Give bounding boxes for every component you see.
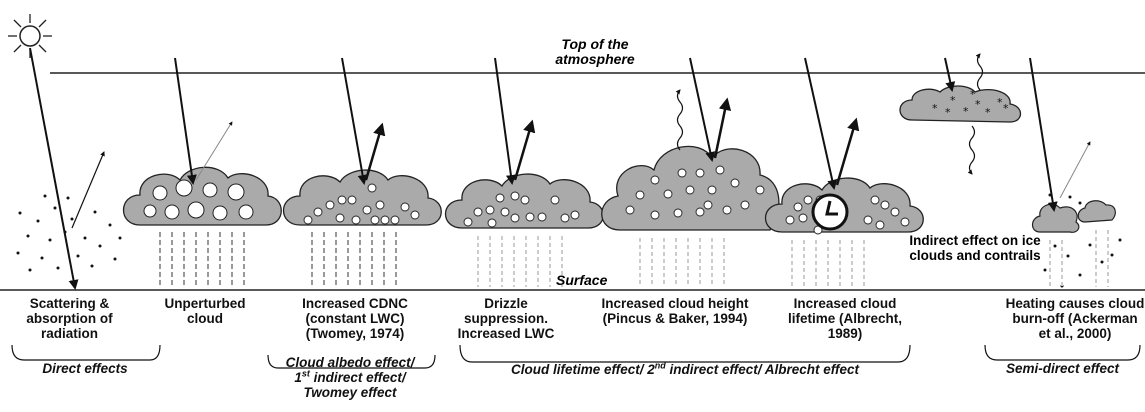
svg-text:*: * [985, 106, 991, 119]
reflected-ray-unperturbed [195, 121, 233, 181]
drizzle-cloud [445, 173, 604, 287]
ice-clouds-label: Indirect effect on ice clouds and contra… [909, 233, 1041, 263]
tall-cloud [601, 145, 780, 287]
panel-label-drizzle: Drizzle suppression. Increased LWC [457, 296, 555, 341]
incoming-ray-drizzle [494, 57, 516, 185]
incoming-ray-direct [29, 47, 79, 290]
svg-text:*: * [945, 106, 951, 119]
surface-label: Surface [556, 272, 608, 288]
aerosol-particles [16, 194, 122, 272]
incoming-ray-height [689, 57, 716, 162]
panel-label-lifetime: Increased cloud lifetime (Albrecht, 1989… [787, 296, 903, 341]
svg-text:*: * [970, 88, 976, 101]
reflected-ray-semidirect [1059, 141, 1091, 199]
ice-cloud: *** *** *** [899, 85, 1022, 123]
reflected-ray-cdnc [364, 122, 386, 181]
longwave-wave-height [675, 89, 684, 151]
incoming-ray-unperturbed [174, 57, 197, 185]
bracket-lifetime [459, 344, 911, 363]
lifetime-cloud [765, 177, 924, 287]
category-cloud-lifetime: Cloud lifetime effect/ 2nd indirect effe… [510, 360, 860, 377]
top-of-atmosphere-label: Top of the atmosphere [555, 36, 635, 67]
incoming-ray-lifetime [804, 57, 838, 190]
longwave-wave-ice-down [967, 125, 976, 175]
svg-text:*: * [932, 102, 938, 115]
unperturbed-cloud [123, 166, 282, 287]
reflected-ray-height [713, 97, 732, 159]
category-cloud-albedo: Cloud albedo effect/ 1st indirect effect… [285, 355, 415, 400]
bracket-semidirect [984, 344, 1141, 361]
incoming-ray-ice [944, 57, 956, 92]
incoming-ray-semidirect [1029, 57, 1058, 212]
clock-icon [811, 193, 849, 231]
bracket-albedo [267, 354, 436, 369]
reflected-ray-drizzle [513, 119, 536, 181]
panel-label-cdnc: Increased CDNC (constant LWC) (Twomey, 1… [302, 296, 408, 341]
svg-text:*: * [950, 94, 956, 107]
longwave-wave-ice-up [975, 53, 984, 91]
svg-text:*: * [963, 105, 969, 118]
bracket-direct [11, 344, 161, 361]
cdnc-cloud [283, 169, 442, 287]
incoming-ray-cdnc [341, 57, 368, 185]
svg-text:*: * [997, 96, 1003, 109]
panel-label-height: Increased cloud height (Pincus & Baker, … [601, 296, 749, 326]
reflected-ray-lifetime [835, 117, 860, 186]
panel-label-semidirect: Heating causes cloud burn-off (Ackerman … [1005, 296, 1145, 341]
sun-icon [8, 14, 52, 58]
panel-label-unperturbed: Unperturbed cloud [164, 296, 246, 326]
svg-text:*: * [975, 98, 981, 111]
burnoff-clouds [1031, 193, 1122, 288]
category-direct-effects: Direct effects [42, 361, 128, 376]
svg-text:*: * [1003, 102, 1009, 115]
scattered-ray-direct [71, 151, 105, 229]
category-semi-direct: Semi-direct effect [1005, 361, 1120, 376]
panel-label-direct: Scattering & absorption of radiation [26, 296, 113, 341]
